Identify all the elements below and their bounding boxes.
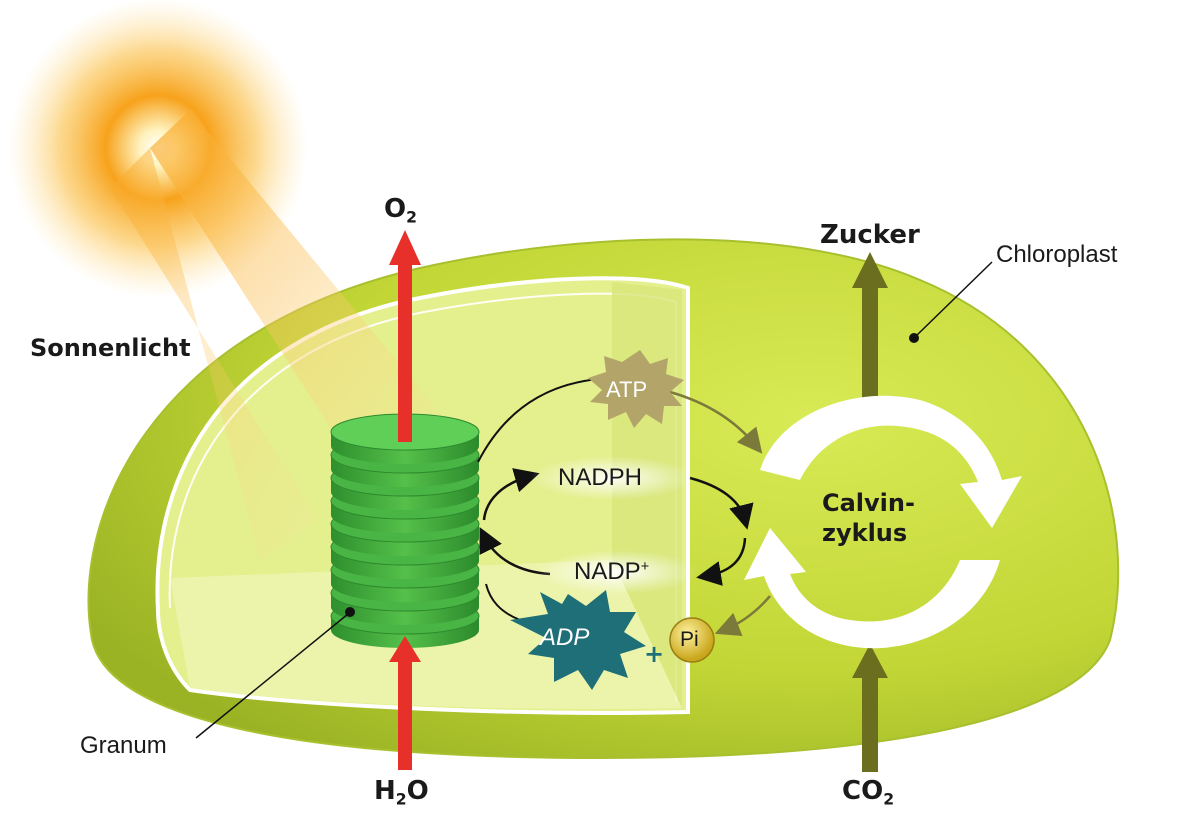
atp-label: ATP [606,377,648,402]
calvin-to-nadp-arrow [696,537,747,586]
nadph-label: NADPH [558,464,643,491]
granum-to-nadph-arrow [482,468,540,521]
granum-leader [195,613,349,739]
adp-label: ADP [540,624,590,651]
o2-arrow-head [389,230,421,265]
calvin-arrow-upper [760,395,1022,528]
sunlight-label: Sonnenlicht [30,334,191,362]
nadp-label-text: NADP [574,558,641,585]
granum-leader-dot [345,607,355,617]
sugar-arrow-shaft [862,285,878,409]
o2-label: O2 [384,196,417,226]
nadp-label-charge: + [640,559,650,576]
o2-label-o: O [384,194,407,224]
h2o-label-sub: 2 [395,790,407,809]
granum-label: Granum [80,732,167,759]
chloroplast-leader-dot [909,333,919,343]
calvin-cycle-line1: Calvin- [822,489,915,517]
h2o-label-h: H [374,776,396,806]
adp-to-granum-arrow [485,583,521,621]
adp-star [510,590,646,690]
o2-arrow-shaft [398,262,412,442]
nadp-glow [538,550,698,594]
nadph-glow [530,456,694,500]
atp-to-calvin-arrow [669,390,763,454]
atp-star [588,350,684,428]
pi-ball [669,617,715,663]
chloroplast-label: Chloroplast [996,241,1118,268]
chloroplast-leader [915,261,993,337]
co2-label: CO2 [842,778,894,808]
sunbeam [110,148,318,560]
co2-label-sub: 2 [883,790,895,809]
sunbeam [150,110,462,492]
nadph-to-calvin-arrow [689,476,754,530]
o2-label-sub: 2 [406,208,417,227]
sugar-label: Zucker [820,220,920,250]
sugar-arrow-head [852,252,888,288]
plus-label: + [644,640,665,668]
h2o-label-o: O [406,776,429,806]
pi-label: Pi [680,628,699,651]
calvin-cycle-label: Calvin- zyklus [822,488,915,548]
calvin-arrow-lower [744,528,1000,649]
granum-stack [330,413,480,648]
h2o-label: H2O [374,778,429,808]
h2o-arrow-shaft [398,660,412,770]
nadp-label: NADP+ [574,560,649,584]
co2-arrow-shaft [862,676,878,772]
co2-label-co: CO [842,776,884,806]
h2o-arrow-head [389,636,421,662]
co2-arrow-head [852,644,888,678]
calvin-to-pi-arrow [714,595,771,637]
calvin-cycle-line2: zyklus [822,519,908,547]
